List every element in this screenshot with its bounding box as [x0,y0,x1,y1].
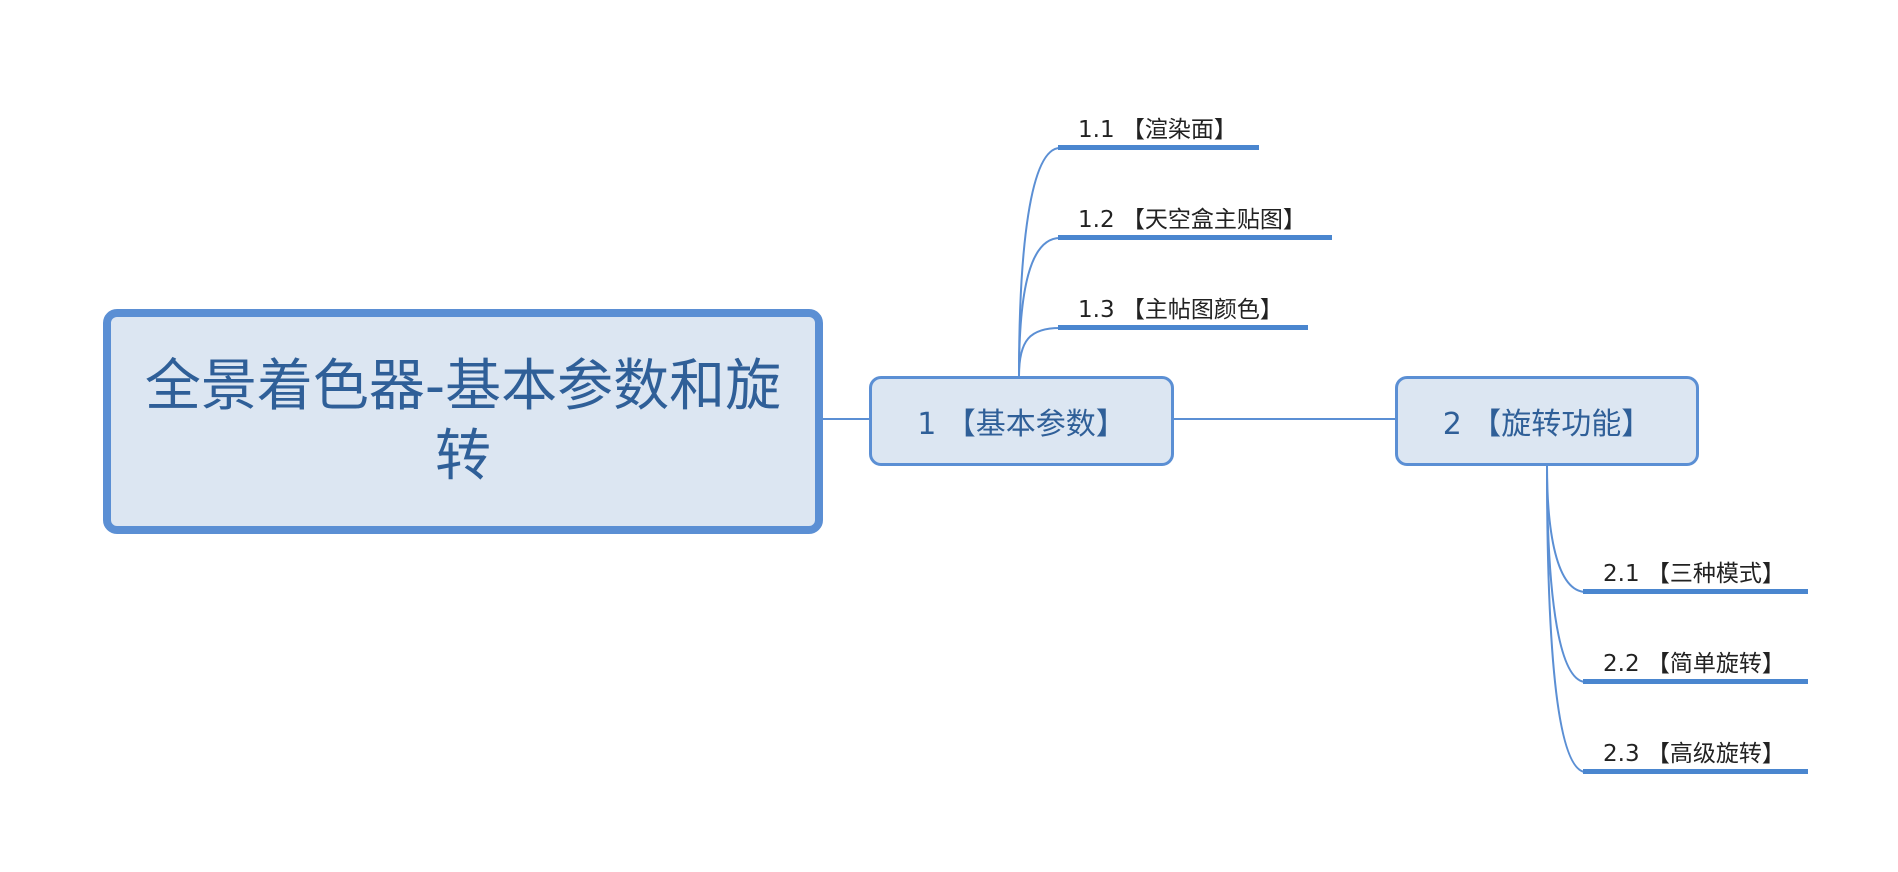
subtopic-main-texture-color[interactable]: 1.3 【主帖图颜色】 [1058,296,1308,330]
branch-topic-label: 1 【基本参数】 [917,407,1126,442]
subtopic-render-face[interactable]: 1.1 【渲染面】 [1058,116,1259,150]
subtopic-three-modes[interactable]: 2.1 【三种模式】 [1583,560,1808,594]
subtopic-label: 2.3 【高级旋转】 [1603,741,1785,767]
branch-topic-label: 2 【旋转功能】 [1442,407,1652,442]
subtopic-simple-rotation[interactable]: 2.2 【简单旋转】 [1583,650,1808,684]
branch-topic-basic-parameters[interactable]: 1 【基本参数】 [869,376,1174,466]
subtopic-label: 2.2 【简单旋转】 [1603,651,1785,677]
root-topic-title: 全景着色器-基本参数和旋转 [144,353,782,489]
connector-branch2-leaf3 [1546,465,1587,773]
root-topic[interactable]: 全景着色器-基本参数和旋转 [103,309,823,534]
subtopic-label: 2.1 【三种模式】 [1603,561,1785,587]
subtopic-advanced-rotation[interactable]: 2.3 【高级旋转】 [1583,740,1808,774]
connector-branch2-leaf1 [1546,465,1587,593]
subtopic-label: 1.1 【渲染面】 [1078,117,1237,143]
subtopic-label: 1.2 【天空盒主贴图】 [1078,207,1306,233]
connector-branch1-leaf2 [1018,237,1061,377]
branch-topic-rotation[interactable]: 2 【旋转功能】 [1395,376,1699,466]
subtopic-skybox-main-texture[interactable]: 1.2 【天空盒主贴图】 [1058,206,1332,240]
subtopic-label: 1.3 【主帖图颜色】 [1078,297,1283,323]
connector-branch1-leaf3 [1018,327,1061,377]
